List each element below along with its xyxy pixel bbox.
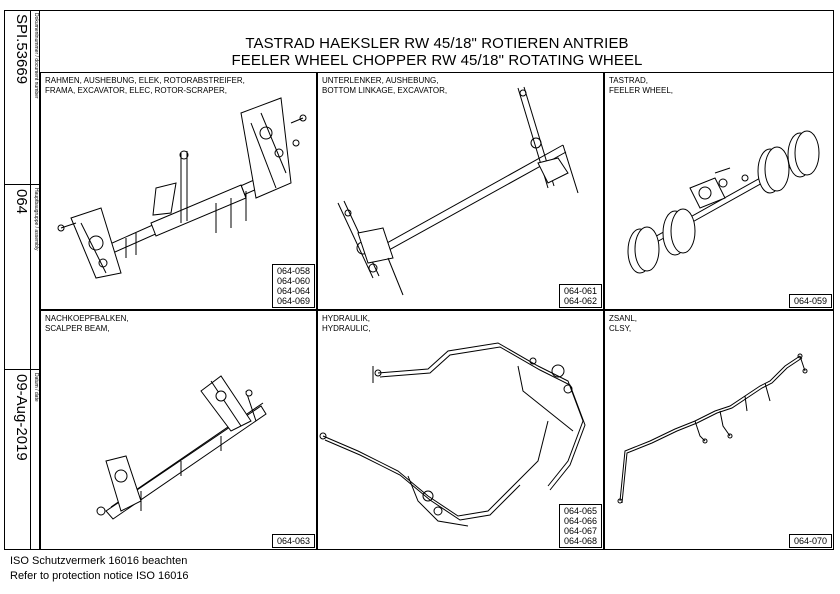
reference-numbers: 064-061 064-062 <box>558 284 602 308</box>
ref-number: 064-067 <box>563 526 597 536</box>
title-block-sidebar <box>4 10 40 550</box>
assembly-number: 064 <box>13 189 30 215</box>
panel-scalper-beam[interactable]: NACHKOEPFBALKEN, SCALPER BEAM, 064-063 <box>40 310 317 550</box>
ref-number: 064-063 <box>276 536 310 546</box>
hydraulic-drawing <box>319 342 586 527</box>
ref-number: 064-061 <box>563 286 597 296</box>
ref-number: 064-064 <box>276 286 310 296</box>
ref-number: 064-058 <box>276 266 310 276</box>
panel-clsy[interactable]: ZSANL, CLSY, 064-070 <box>604 310 834 550</box>
reference-numbers: 064-070 <box>788 534 832 548</box>
panel-bottom-linkage[interactable]: UNTERLENKER, AUSHEBUNG, BOTTOM LINKAGE, … <box>317 72 604 310</box>
panel-label: ZSANL, CLSY, <box>609 314 638 333</box>
ref-number: 064-060 <box>276 276 310 286</box>
ref-number: 064-069 <box>276 296 310 306</box>
ref-number: 064-070 <box>793 536 827 546</box>
panel-label: UNTERLENKER, AUSHEBUNG, BOTTOM LINKAGE, … <box>322 76 448 95</box>
reference-numbers: 064-058 064-060 064-064 064-069 <box>271 264 315 308</box>
bottom-linkage-drawing <box>337 86 579 296</box>
title-english: FEELER WHEEL CHOPPER RW 45/18" ROTATING … <box>231 52 643 69</box>
feeler-wheel-drawing <box>627 130 820 274</box>
sidebar-cell-assembly: 064 Hauptbaugruppe / assembly <box>4 185 40 370</box>
document-number: SPI.53669 <box>13 14 30 85</box>
panel-feeler-wheel[interactable]: TASTRAD, FEELER WHEEL, 064-059 <box>604 72 834 310</box>
sidebar-cell-date: 09-Aug-2019 Datum / date <box>4 370 40 550</box>
reference-numbers: 064-059 <box>788 294 832 308</box>
frame-assembly-drawing <box>57 97 307 279</box>
clsy-drawing <box>617 353 808 504</box>
panel-frame-assembly[interactable]: RAHMEN, AUSHEBUNG, ELEK, ROTORABSTREIFER… <box>40 72 317 310</box>
panel-label: TASTRAD, FEELER WHEEL, <box>609 76 674 95</box>
ref-number: 064-065 <box>563 506 597 516</box>
protection-notice-german: ISO Schutzvermerk 16016 beachten <box>10 555 188 567</box>
document-date: 09-Aug-2019 <box>13 374 30 461</box>
ref-number: 064-059 <box>793 296 827 306</box>
protection-notice-english: Refer to protection notice ISO 16016 <box>10 570 189 582</box>
date-label: Datum / date <box>33 373 39 402</box>
document-number-label: Dokumentnummer / document number <box>33 13 39 99</box>
panel-hydraulic[interactable]: HYDRAULIK, HYDRAULIC, 064-065 064-066 06… <box>317 310 604 550</box>
sidebar-label-column <box>30 10 40 550</box>
panel-label: HYDRAULIK, HYDRAULIC, <box>322 314 371 333</box>
title-german: TASTRAD HAEKSLER RW 45/18" ROTIEREN ANTR… <box>245 35 629 52</box>
reference-numbers: 064-063 <box>271 534 315 548</box>
panel-label: NACHKOEPFBALKEN, SCALPER BEAM, <box>45 314 129 333</box>
scalper-beam-drawing <box>96 375 267 520</box>
ref-number: 064-068 <box>563 536 597 546</box>
sidebar-cell-document: SPI.53669 Dokumentnummer / document numb… <box>4 10 40 185</box>
assembly-grid: RAHMEN, AUSHEBUNG, ELEK, ROTORABSTREIFER… <box>40 72 834 550</box>
ref-number: 064-066 <box>563 516 597 526</box>
ref-number: 064-062 <box>563 296 597 306</box>
reference-numbers: 064-065 064-066 064-067 064-068 <box>558 504 602 548</box>
assembly-label: Hauptbaugruppe / assembly <box>33 188 39 251</box>
panel-label: RAHMEN, AUSHEBUNG, ELEK, ROTORABSTREIFER… <box>45 76 245 95</box>
